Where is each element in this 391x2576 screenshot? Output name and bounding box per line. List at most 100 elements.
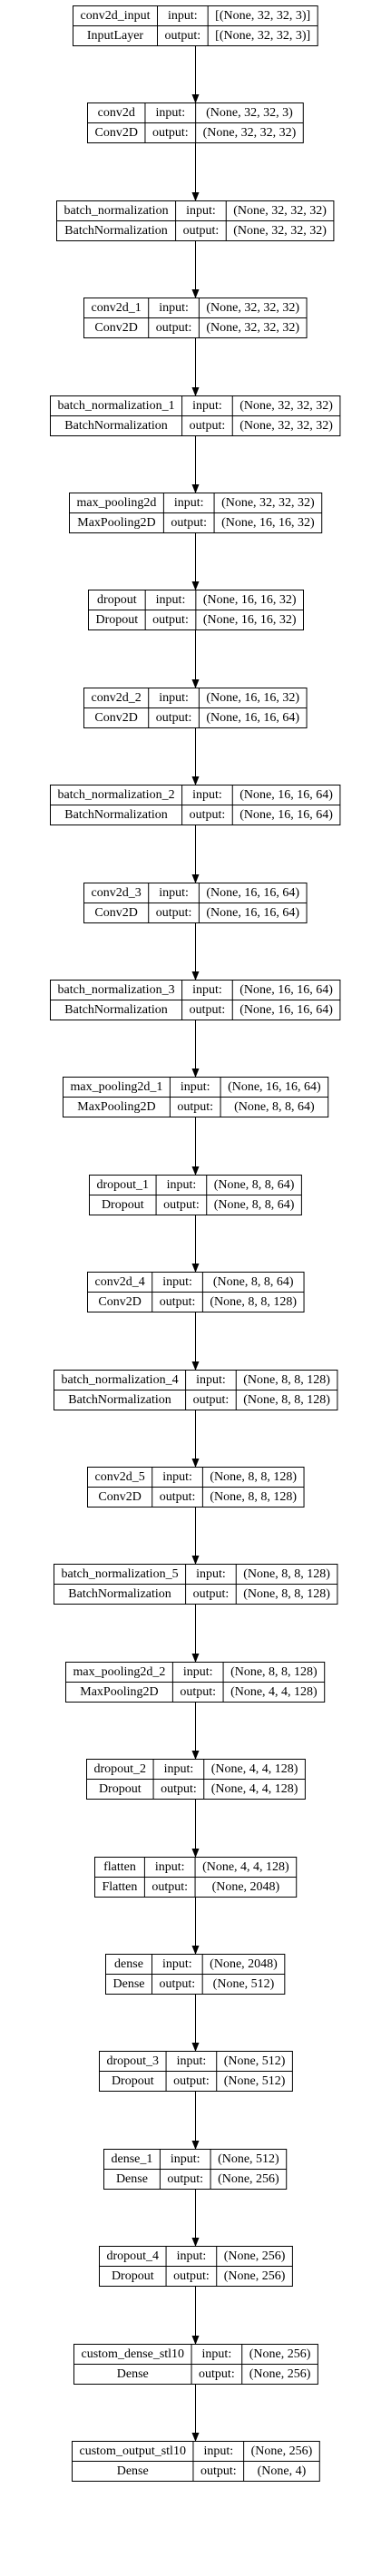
output-shape: (None, 8, 8, 128) bbox=[243, 1393, 330, 1407]
input-shape: (None, 16, 16, 64) bbox=[239, 983, 333, 997]
layer-name: conv2d bbox=[98, 106, 135, 120]
layer-name: max_pooling2d bbox=[77, 496, 157, 510]
layer-class: MaxPooling2D bbox=[77, 1100, 155, 1114]
input-port-label: input: bbox=[203, 2444, 233, 2458]
layer-class: Conv2D bbox=[95, 126, 138, 140]
output-port-label: output: bbox=[163, 1198, 200, 1212]
layer-class: Dense bbox=[117, 2464, 149, 2478]
input-port-label: input: bbox=[192, 788, 222, 802]
output-shape: (None, 16, 16, 32) bbox=[203, 613, 297, 627]
layer-name: max_pooling2d_1 bbox=[71, 1080, 163, 1094]
output-port-label: output: bbox=[165, 29, 201, 43]
output-port-label: output: bbox=[156, 906, 192, 920]
input-port-label: input: bbox=[181, 1080, 210, 1094]
layer-name: dropout bbox=[97, 593, 137, 607]
input-port-label: input: bbox=[164, 1762, 194, 1776]
input-port-label: input: bbox=[155, 106, 185, 120]
input-shape: (None, 16, 16, 64) bbox=[228, 1080, 321, 1094]
input-port-label: input: bbox=[155, 1860, 185, 1874]
layer-name: conv2d_3 bbox=[92, 886, 142, 900]
input-port-label: input: bbox=[177, 2249, 207, 2263]
input-shape: (None, 32, 32, 32) bbox=[206, 301, 299, 315]
layer-class: Dropout bbox=[112, 2074, 154, 2088]
layer-class: BatchNormalization bbox=[64, 419, 168, 433]
output-port-label: output: bbox=[160, 1295, 196, 1309]
input-port-label: input: bbox=[156, 593, 186, 607]
layer-class: BatchNormalization bbox=[68, 1587, 171, 1601]
layer-class: BatchNormalization bbox=[64, 224, 168, 238]
output-port-label: output: bbox=[200, 2464, 237, 2478]
layer-name: dropout_2 bbox=[94, 1762, 147, 1776]
output-shape: (None, 8, 8, 64) bbox=[214, 1198, 295, 1212]
input-port-label: input: bbox=[159, 886, 189, 900]
layer-node: batch_normalization_2BatchNormalizationi… bbox=[50, 785, 341, 825]
input-shape: (None, 256) bbox=[224, 2249, 286, 2263]
output-shape: (None, 16, 16, 64) bbox=[206, 906, 299, 920]
input-port-label: input: bbox=[192, 399, 222, 413]
output-port-label: output: bbox=[190, 1003, 226, 1017]
layer-class: Dense bbox=[117, 2367, 149, 2381]
layer-class: Dropout bbox=[102, 1198, 144, 1212]
layer-node: custom_output_stl10Denseinput:output:(No… bbox=[72, 2441, 320, 2482]
output-port-label: output: bbox=[167, 2172, 203, 2186]
layer-class: Conv2D bbox=[98, 1490, 141, 1504]
layer-name: conv2d_1 bbox=[92, 301, 142, 315]
output-port-label: output: bbox=[193, 1393, 230, 1407]
layer-name: dense bbox=[114, 1957, 143, 1971]
output-shape: (None, 512) bbox=[213, 1977, 275, 1991]
input-port-label: input: bbox=[162, 1470, 192, 1484]
input-shape: (None, 8, 8, 128) bbox=[210, 1470, 297, 1484]
layer-node: max_pooling2dMaxPooling2Dinput:output:(N… bbox=[69, 493, 323, 533]
layer-name: batch_normalization bbox=[64, 204, 169, 218]
output-port-label: output: bbox=[152, 126, 189, 140]
input-shape: (None, 4, 4, 128) bbox=[202, 1860, 289, 1874]
input-shape: (None, 16, 16, 32) bbox=[206, 691, 299, 705]
layer-name: dropout_1 bbox=[97, 1178, 150, 1192]
output-shape: (None, 4, 4, 128) bbox=[230, 1685, 318, 1699]
layer-name: dropout_3 bbox=[107, 2054, 160, 2068]
layer-class: InputLayer bbox=[87, 29, 144, 43]
input-port-label: input: bbox=[162, 1957, 192, 1971]
input-port-label: input: bbox=[186, 204, 216, 218]
output-port-label: output: bbox=[193, 1587, 230, 1601]
layer-name: conv2d_2 bbox=[92, 691, 142, 705]
input-shape: (None, 32, 32, 3) bbox=[206, 106, 293, 120]
layer-name: batch_normalization_5 bbox=[62, 1567, 179, 1581]
layer-name: batch_normalization_4 bbox=[62, 1373, 179, 1387]
output-port-label: output: bbox=[190, 419, 226, 433]
output-port-label: output: bbox=[161, 1782, 197, 1796]
nodes-layer: conv2d_inputInputLayerinput:output:[(Non… bbox=[50, 5, 341, 2482]
output-shape: (None, 32, 32, 32) bbox=[233, 224, 327, 238]
input-shape: (None, 8, 8, 64) bbox=[214, 1178, 295, 1192]
input-shape: (None, 8, 8, 128) bbox=[230, 1665, 318, 1679]
output-shape: (None, 8, 8, 128) bbox=[210, 1295, 297, 1309]
layer-class: Conv2D bbox=[98, 1295, 141, 1309]
input-port-label: input: bbox=[196, 1373, 226, 1387]
layer-class: MaxPooling2D bbox=[80, 1685, 158, 1699]
output-port-label: output: bbox=[156, 711, 192, 725]
input-port-label: input: bbox=[192, 983, 222, 997]
input-shape: (None, 16, 16, 64) bbox=[206, 886, 299, 900]
layer-node: batch_normalization_1BatchNormalizationi… bbox=[50, 395, 341, 436]
input-shape: (None, 16, 16, 64) bbox=[239, 788, 333, 802]
layer-name: flatten bbox=[103, 1860, 136, 1874]
layer-class: Conv2D bbox=[94, 906, 137, 920]
output-port-label: output: bbox=[152, 613, 189, 627]
input-port-label: input: bbox=[183, 1665, 213, 1679]
input-shape: (None, 512) bbox=[218, 2152, 279, 2166]
input-shape: (None, 32, 32, 32) bbox=[233, 204, 327, 218]
layer-node: batch_normalization_5BatchNormalizationi… bbox=[54, 1564, 338, 1605]
input-shape: (None, 4, 4, 128) bbox=[211, 1762, 298, 1776]
output-port-label: output: bbox=[173, 2074, 210, 2088]
